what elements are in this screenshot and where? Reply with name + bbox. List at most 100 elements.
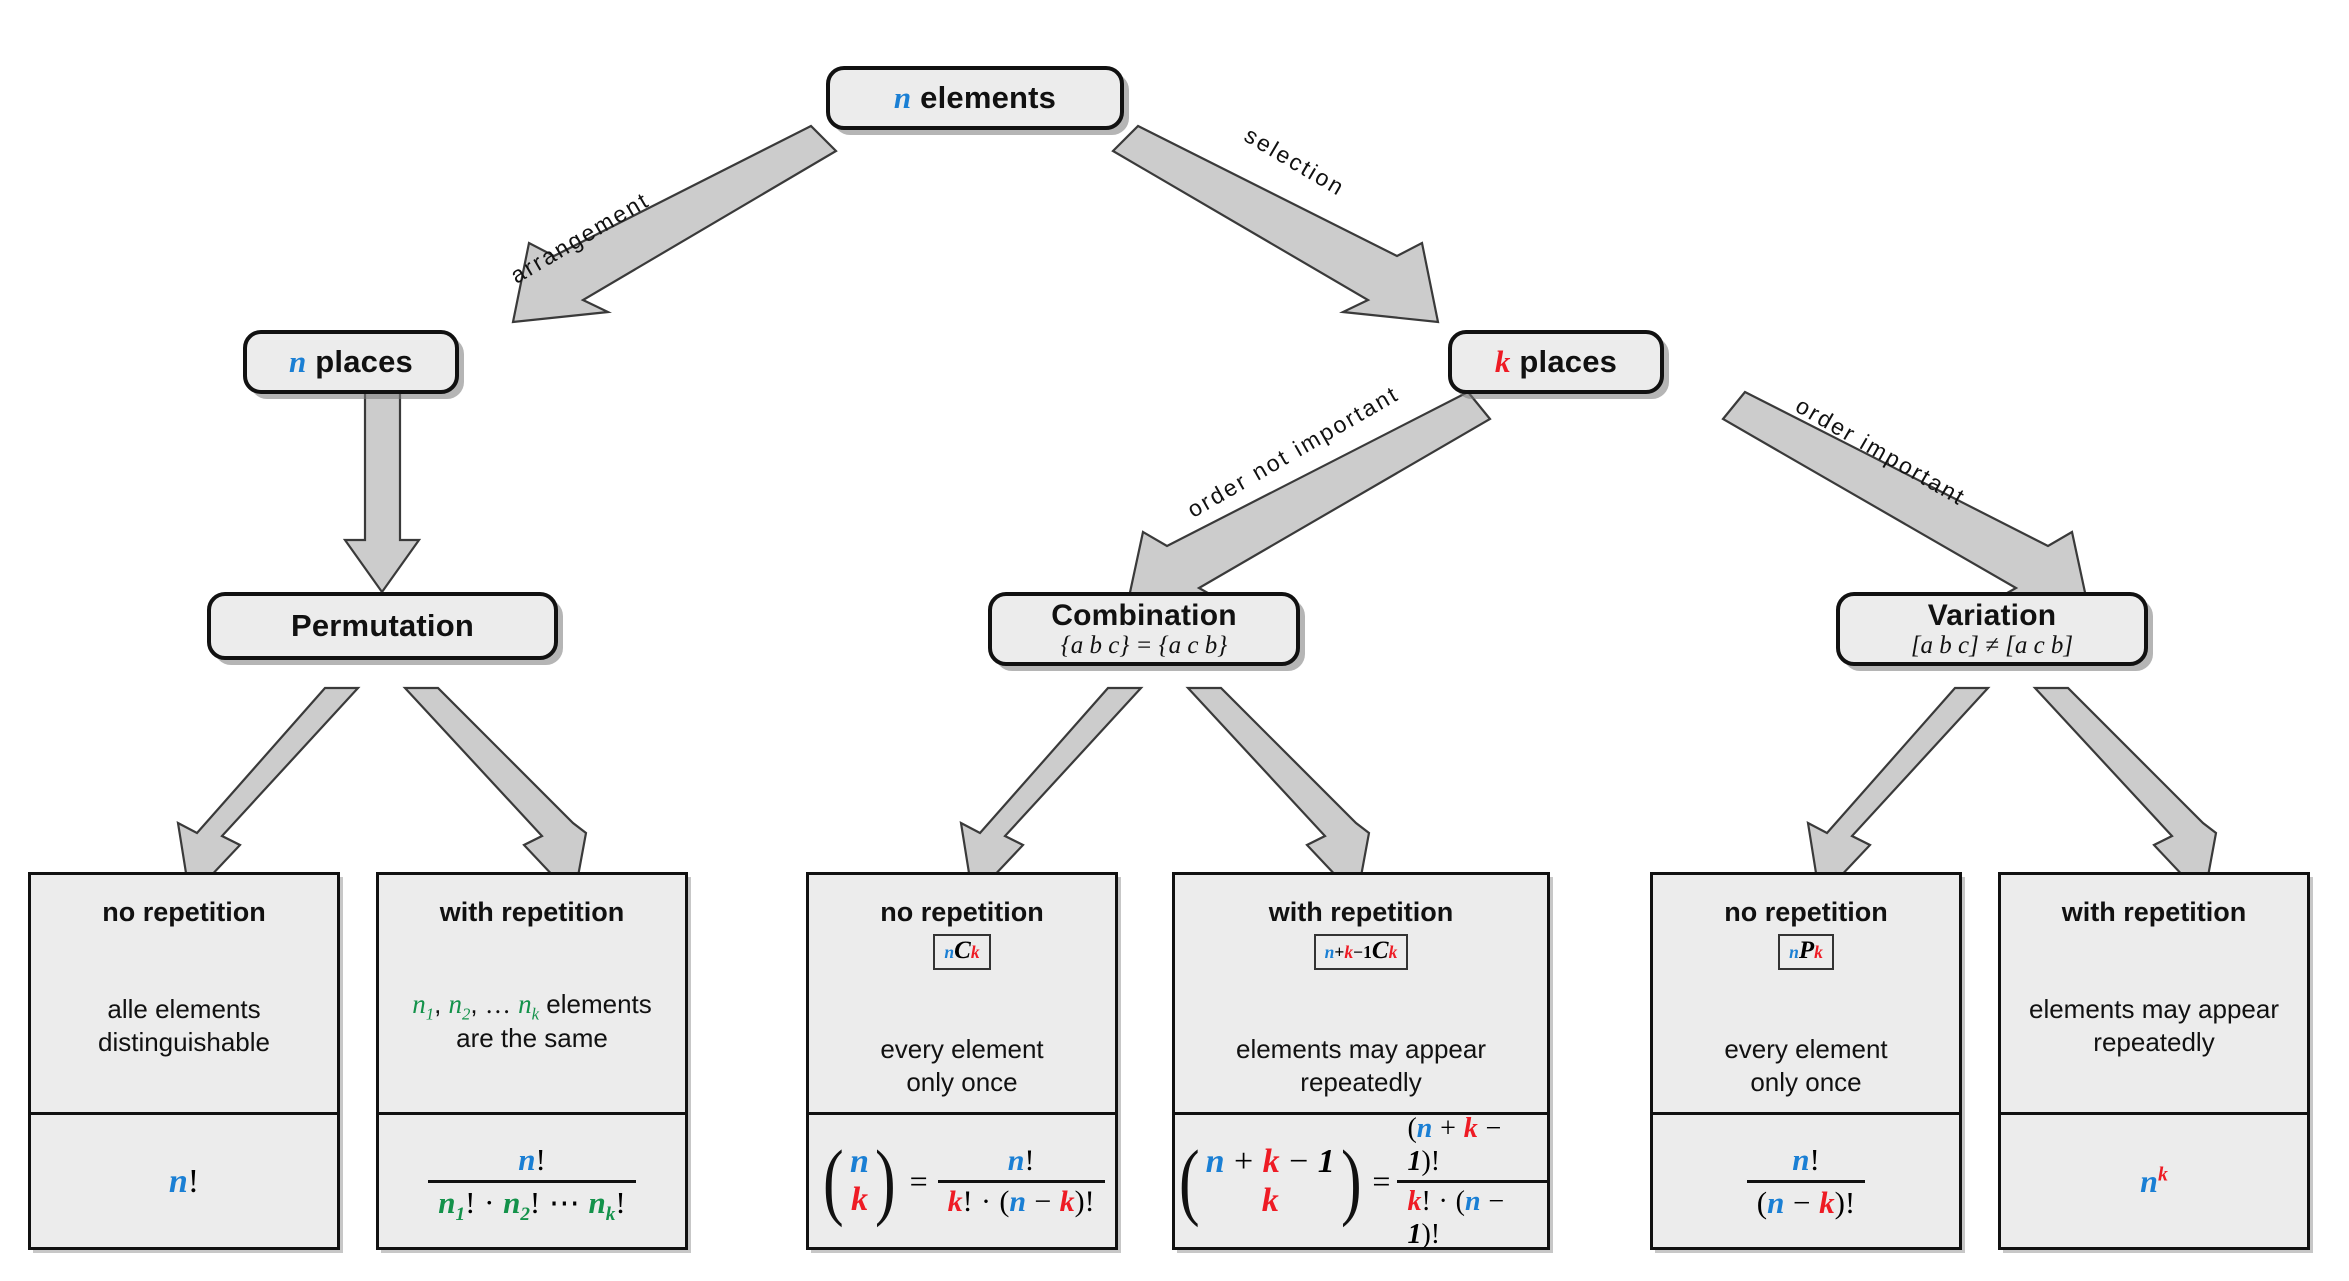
desc-line-1: every element <box>880 1034 1044 1064</box>
arrow-variation-left <box>1806 686 1991 901</box>
node-variation-sublabel: [a b c] ≠ [a c b] <box>1910 631 2074 659</box>
leaf-combination-no-repetition[interactable]: no repetition nCk every element only onc… <box>806 872 1118 1250</box>
desc-line-2: only once <box>906 1067 1018 1098</box>
node-permutation-label: Permutation <box>290 608 475 643</box>
leaf-header: no repetition <box>102 897 266 927</box>
leaf-formula: ( n + k − 1 k ) = (n + k − 1)! <box>1175 1113 1547 1250</box>
variable-n: n <box>168 1162 188 1200</box>
leaf-description: every element only once <box>1653 1033 1959 1100</box>
ellipsis: … <box>484 990 511 1019</box>
node-n-elements-label: n elements <box>894 80 1056 116</box>
variable-n: n <box>893 80 912 115</box>
fraction-numerator: n! <box>1007 1143 1035 1177</box>
factorial-sign: ! <box>187 1162 200 1200</box>
leaf-formula: n! n1! · n2! ⋯ nk! <box>379 1115 685 1247</box>
node-permutation[interactable]: Permutation <box>207 592 558 660</box>
binomial-coefficient: ( n k ) <box>823 1132 896 1229</box>
node-k-places-label: k places <box>1495 344 1617 380</box>
fraction: n! (n − k)! <box>1746 1141 1866 1221</box>
binomial-coefficient: ( n + k − 1 k ) <box>1179 1132 1362 1229</box>
node-n-places-text: places <box>306 344 413 379</box>
variable-n1: n1 <box>412 989 435 1024</box>
node-variation[interactable]: Variation [a b c] ≠ [a c b] <box>1836 592 2148 666</box>
fraction: n! k! · (n − k)! <box>937 1143 1105 1219</box>
node-combination-sublabel: {a b c} = {a c b} <box>1060 631 1228 659</box>
arrow-permutation-left <box>176 686 361 901</box>
arrow-arrangement <box>511 124 838 324</box>
arrow-selection <box>1111 124 1440 324</box>
fraction-denominator: n1! · n2! ⋯ nk! <box>428 1179 636 1224</box>
leaf-formula: ( n k ) = n! k! · (n − <box>809 1115 1115 1247</box>
leaf-description: alle elements distinguishable <box>31 993 337 1060</box>
leaf-combination-with-repetition[interactable]: with repetition n+k−1Ck elements may app… <box>1172 872 1550 1250</box>
leaf-header: with repetition <box>439 897 625 927</box>
leaf-description: elements may appear repeatedly <box>1175 1033 1547 1100</box>
arrow-n-places-to-permutation <box>342 388 422 594</box>
arrow-variation-right <box>2032 686 2218 901</box>
desc-line-1: elements may appear <box>1235 1034 1487 1064</box>
leaf-upper: no repetition nPk every element only onc… <box>1653 875 1959 1115</box>
node-k-places-text: places <box>1510 344 1618 379</box>
arrow-combination-right <box>1185 686 1371 901</box>
formula-row: ( n k ) = n! k! · (n − <box>819 1132 1105 1229</box>
power-expression: nk <box>2140 1162 2168 1199</box>
leaf-description: n1, n2, … nk elements are the same <box>379 987 685 1055</box>
equals-sign: = <box>909 1162 928 1199</box>
desc-line-1: every element <box>1724 1034 1888 1064</box>
formula-row: ( n + k − 1 k ) = (n + k − 1)! <box>1175 1112 1547 1251</box>
variable-n2: n2 <box>448 989 471 1024</box>
leaf-formula: n! <box>31 1115 337 1247</box>
arrow-combination-left <box>959 686 1144 901</box>
leaf-formula: n! (n − k)! <box>1653 1115 1959 1247</box>
leaf-upper: with repetition elements may appear repe… <box>2001 875 2307 1115</box>
leaf-variation-no-repetition[interactable]: no repetition nPk every element only onc… <box>1650 872 1962 1250</box>
leaf-symbol-nCk: nCk <box>933 934 991 970</box>
leaf-header: no repetition <box>880 897 1044 927</box>
fraction-numerator: n! <box>1792 1141 1820 1177</box>
leaf-header: with repetition <box>1268 897 1454 927</box>
leaf-variation-with-repetition[interactable]: with repetition elements may appear repe… <box>1998 872 2310 1250</box>
node-n-places[interactable]: n places <box>243 330 459 394</box>
node-combination[interactable]: Combination {a b c} = {a c b} <box>988 592 1300 666</box>
desc-line-2: repeatedly <box>2093 1027 2215 1058</box>
leaf-description: elements may appear repeatedly <box>2001 993 2307 1060</box>
arrow-order-not-important <box>1124 390 1492 613</box>
leaf-upper: no repetition nCk every element only onc… <box>809 875 1115 1115</box>
fraction-denominator: k! · (n − k)! <box>937 1179 1105 1219</box>
leaf-formula: nk <box>2001 1115 2307 1247</box>
fraction-numerator: n! <box>518 1141 546 1177</box>
leaf-upper: no repetition alle elements distinguisha… <box>31 875 337 1115</box>
equals-sign: = <box>1372 1162 1391 1199</box>
node-variation-label: Variation <box>1927 599 2057 633</box>
fraction: n! n1! · n2! ⋯ nk! <box>428 1141 636 1224</box>
leaf-permutation-with-repetition[interactable]: with repetition n1, n2, … nk elements ar… <box>376 872 688 1250</box>
leaf-upper: with repetition n+k−1Ck elements may app… <box>1175 875 1547 1115</box>
leaf-symbol-npkm1Ck: n+k−1Ck <box>1313 934 1409 970</box>
node-k-places[interactable]: k places <box>1448 330 1664 394</box>
desc-line-1: elements may appear <box>2028 994 2280 1024</box>
variable-nk: nk <box>518 989 540 1024</box>
leaf-symbol-nPk: nPk <box>1778 934 1834 970</box>
variable-n: n <box>289 344 307 379</box>
node-n-elements[interactable]: n elements <box>826 66 1124 130</box>
fraction-denominator: (n − k)! <box>1746 1179 1866 1221</box>
node-combination-label: Combination <box>1051 599 1237 633</box>
desc-line-1: n1, n2, … nk elements <box>412 989 652 1024</box>
arrow-permutation-right <box>402 686 588 901</box>
leaf-header: with repetition <box>2061 897 2247 927</box>
desc-line-2: distinguishable <box>97 1027 270 1058</box>
desc-line-2: only once <box>1750 1067 1862 1098</box>
node-n-elements-text: elements <box>911 80 1057 115</box>
desc-line-2: repeatedly <box>1300 1067 1422 1098</box>
leaf-permutation-no-repetition[interactable]: no repetition alle elements distinguisha… <box>28 872 340 1250</box>
fraction-numerator: (n + k − 1)! <box>1407 1112 1502 1177</box>
leaf-header: no repetition <box>1724 897 1888 927</box>
fraction: (n + k − 1)! k! · (n − 1)! <box>1397 1112 1547 1251</box>
leaf-description: every element only once <box>809 1033 1115 1100</box>
arrow-order-important <box>1721 390 2091 613</box>
desc-line-1: alle elements <box>107 994 261 1024</box>
variable-k: k <box>1494 344 1511 379</box>
node-n-places-label: n places <box>289 344 413 380</box>
